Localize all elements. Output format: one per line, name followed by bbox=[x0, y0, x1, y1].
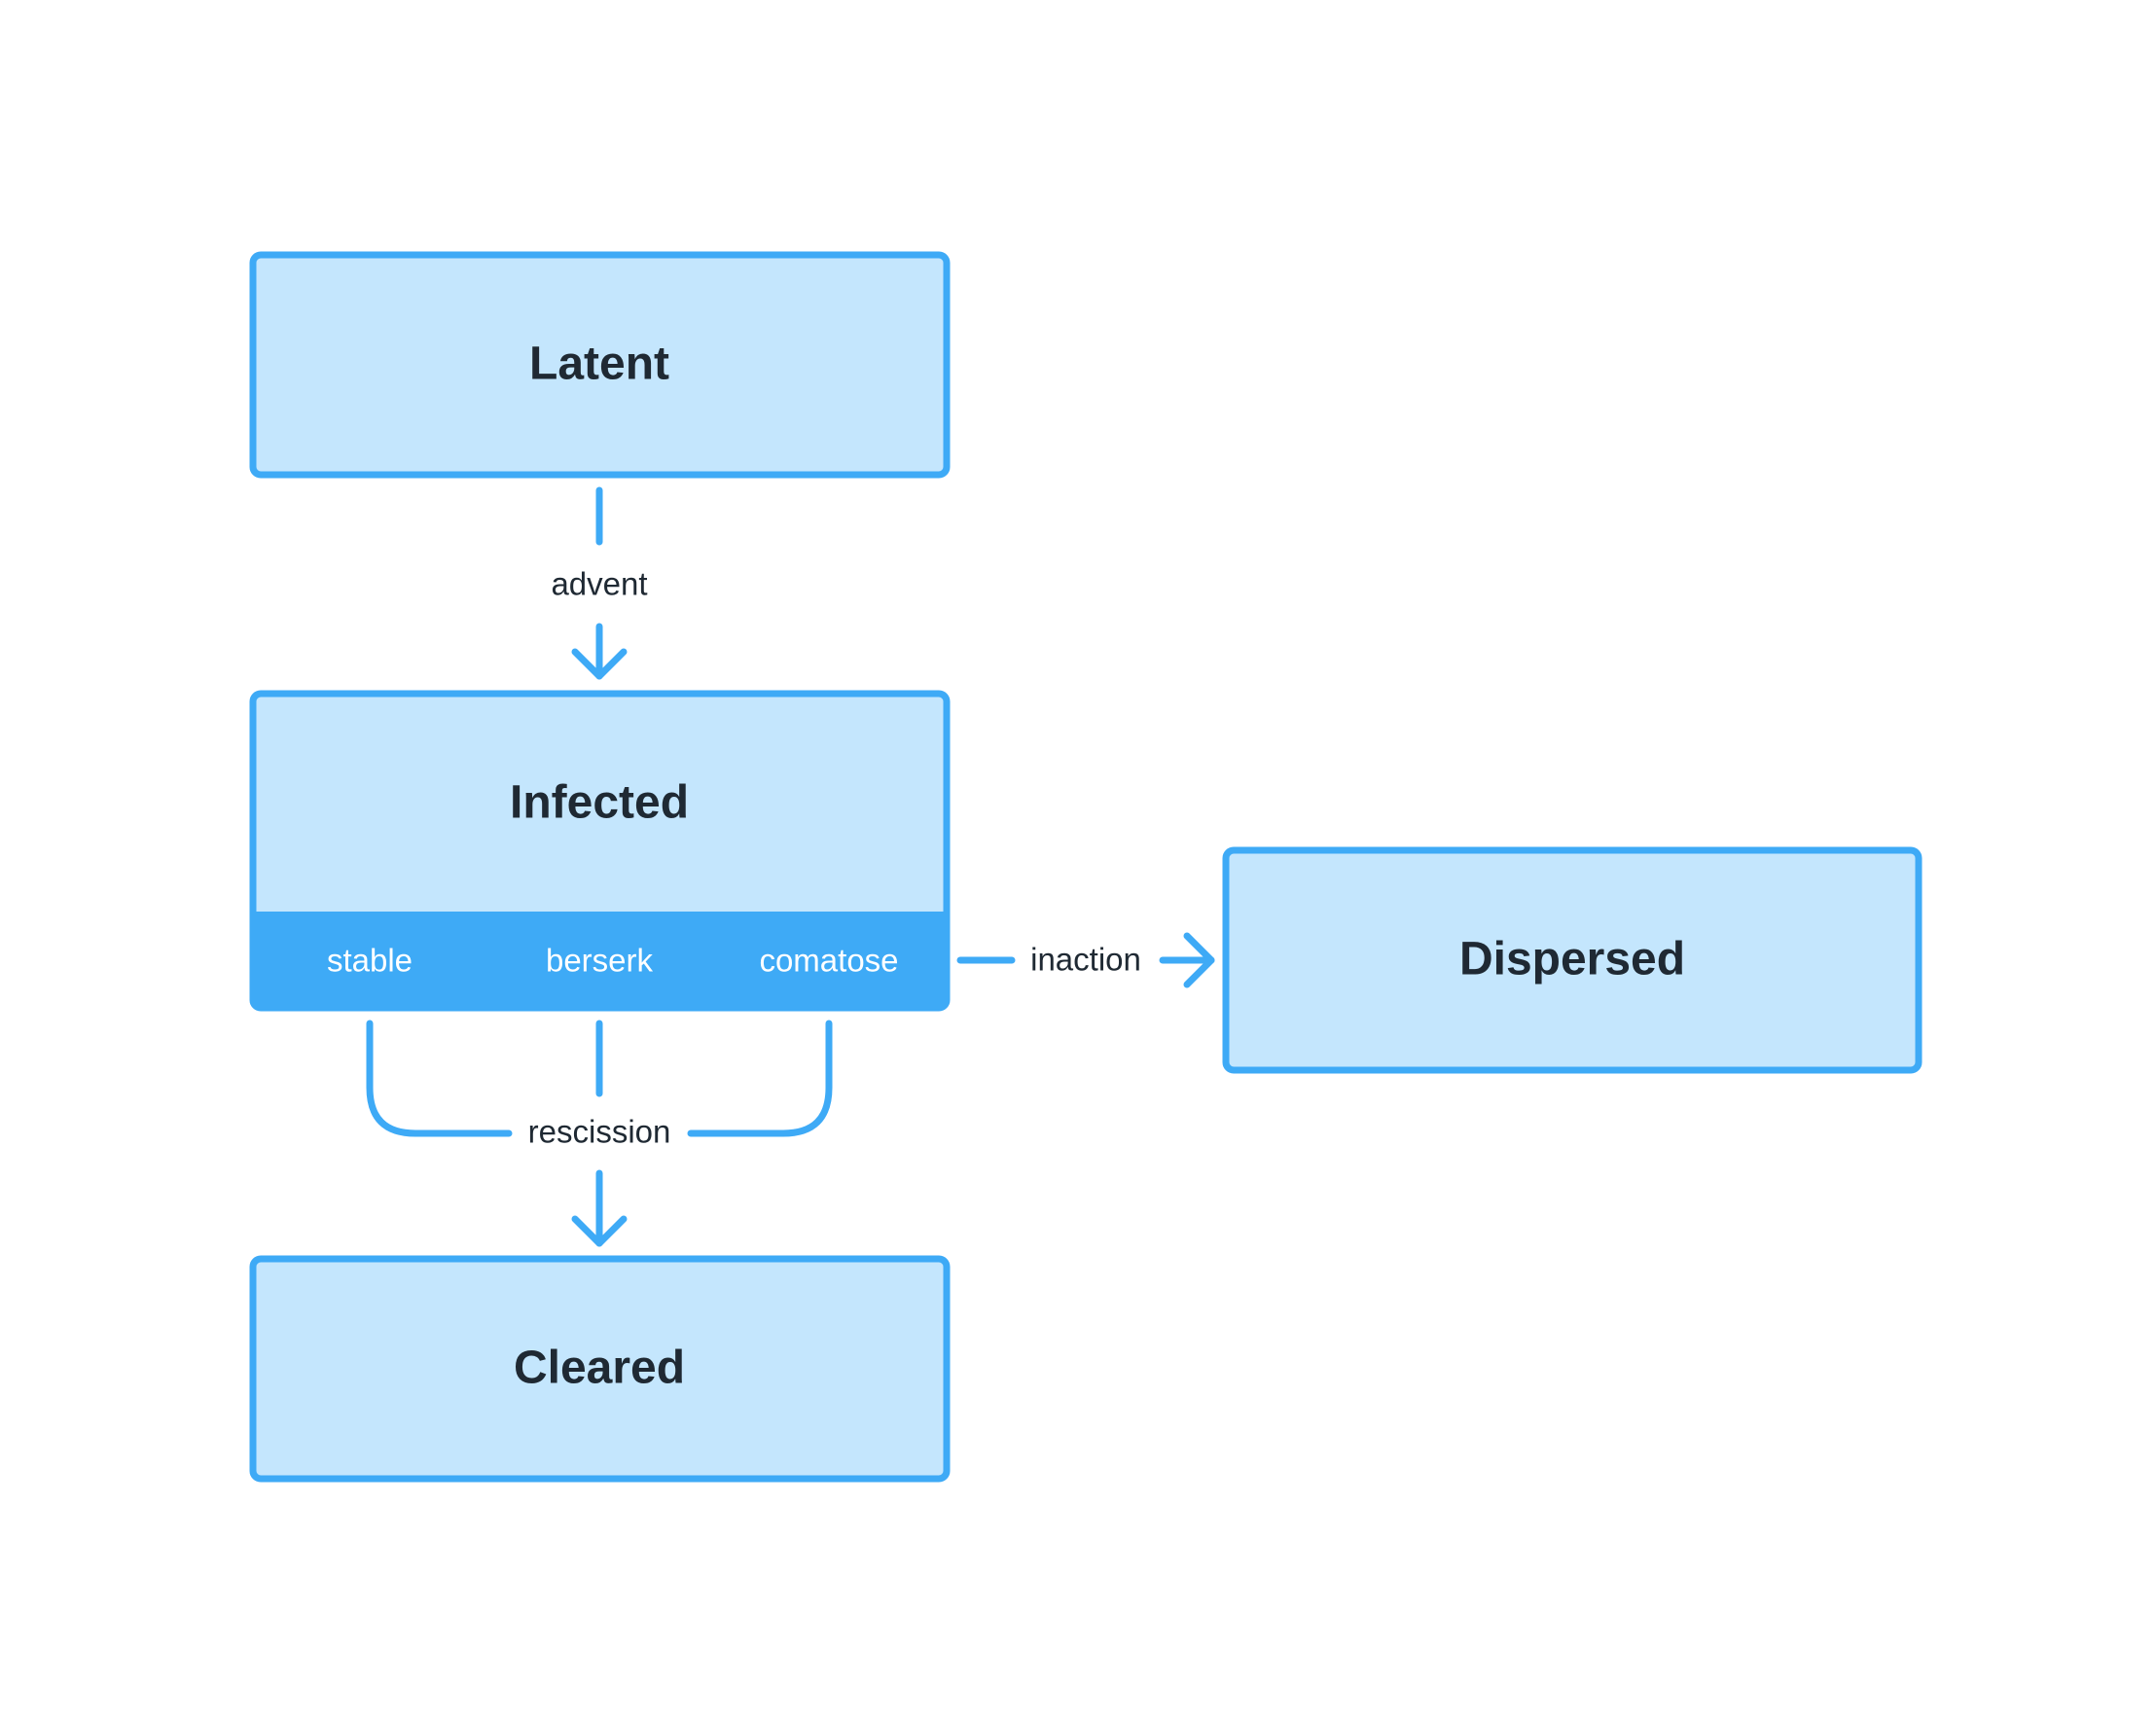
state-latent-border bbox=[249, 251, 951, 479]
state-dispersed-label: Dispersed bbox=[1459, 934, 1685, 985]
arrowhead-down-icon bbox=[571, 1215, 628, 1247]
state-infected-label: Infected bbox=[510, 777, 689, 829]
state-latent[interactable]: Latent bbox=[249, 251, 951, 479]
transition-rescission: rescission bbox=[366, 1020, 833, 1247]
transition-inaction-label: inaction bbox=[1030, 942, 1141, 978]
state-latent-label: Latent bbox=[529, 339, 669, 390]
state-dispersed[interactable]: Dispersed bbox=[1222, 846, 1922, 1074]
transition-advent-label: advent bbox=[551, 566, 647, 602]
transition-rescission-line-stable bbox=[366, 1020, 513, 1137]
state-infected-border bbox=[249, 690, 951, 1012]
infected-substate-band bbox=[253, 912, 947, 1008]
arrowhead-down-icon bbox=[571, 648, 628, 680]
transition-rescission-label: rescission bbox=[528, 1114, 671, 1150]
state-cleared-border bbox=[249, 1255, 951, 1483]
state-cleared-label: Cleared bbox=[514, 1343, 685, 1394]
state-cleared[interactable]: Cleared bbox=[249, 1255, 951, 1483]
transition-inaction: inaction bbox=[956, 932, 1215, 988]
transition-advent: advent bbox=[551, 486, 648, 680]
state-dispersed-border bbox=[1222, 846, 1922, 1074]
substate-stable[interactable]: stable bbox=[327, 943, 413, 979]
state-infected[interactable]: Infected stable berserk comatose bbox=[249, 690, 951, 1012]
substate-comatose[interactable]: comatose bbox=[759, 943, 898, 979]
transition-rescission-line-comatose bbox=[687, 1020, 833, 1137]
substate-berserk[interactable]: berserk bbox=[546, 943, 654, 979]
arrowhead-right-icon bbox=[1183, 932, 1215, 988]
